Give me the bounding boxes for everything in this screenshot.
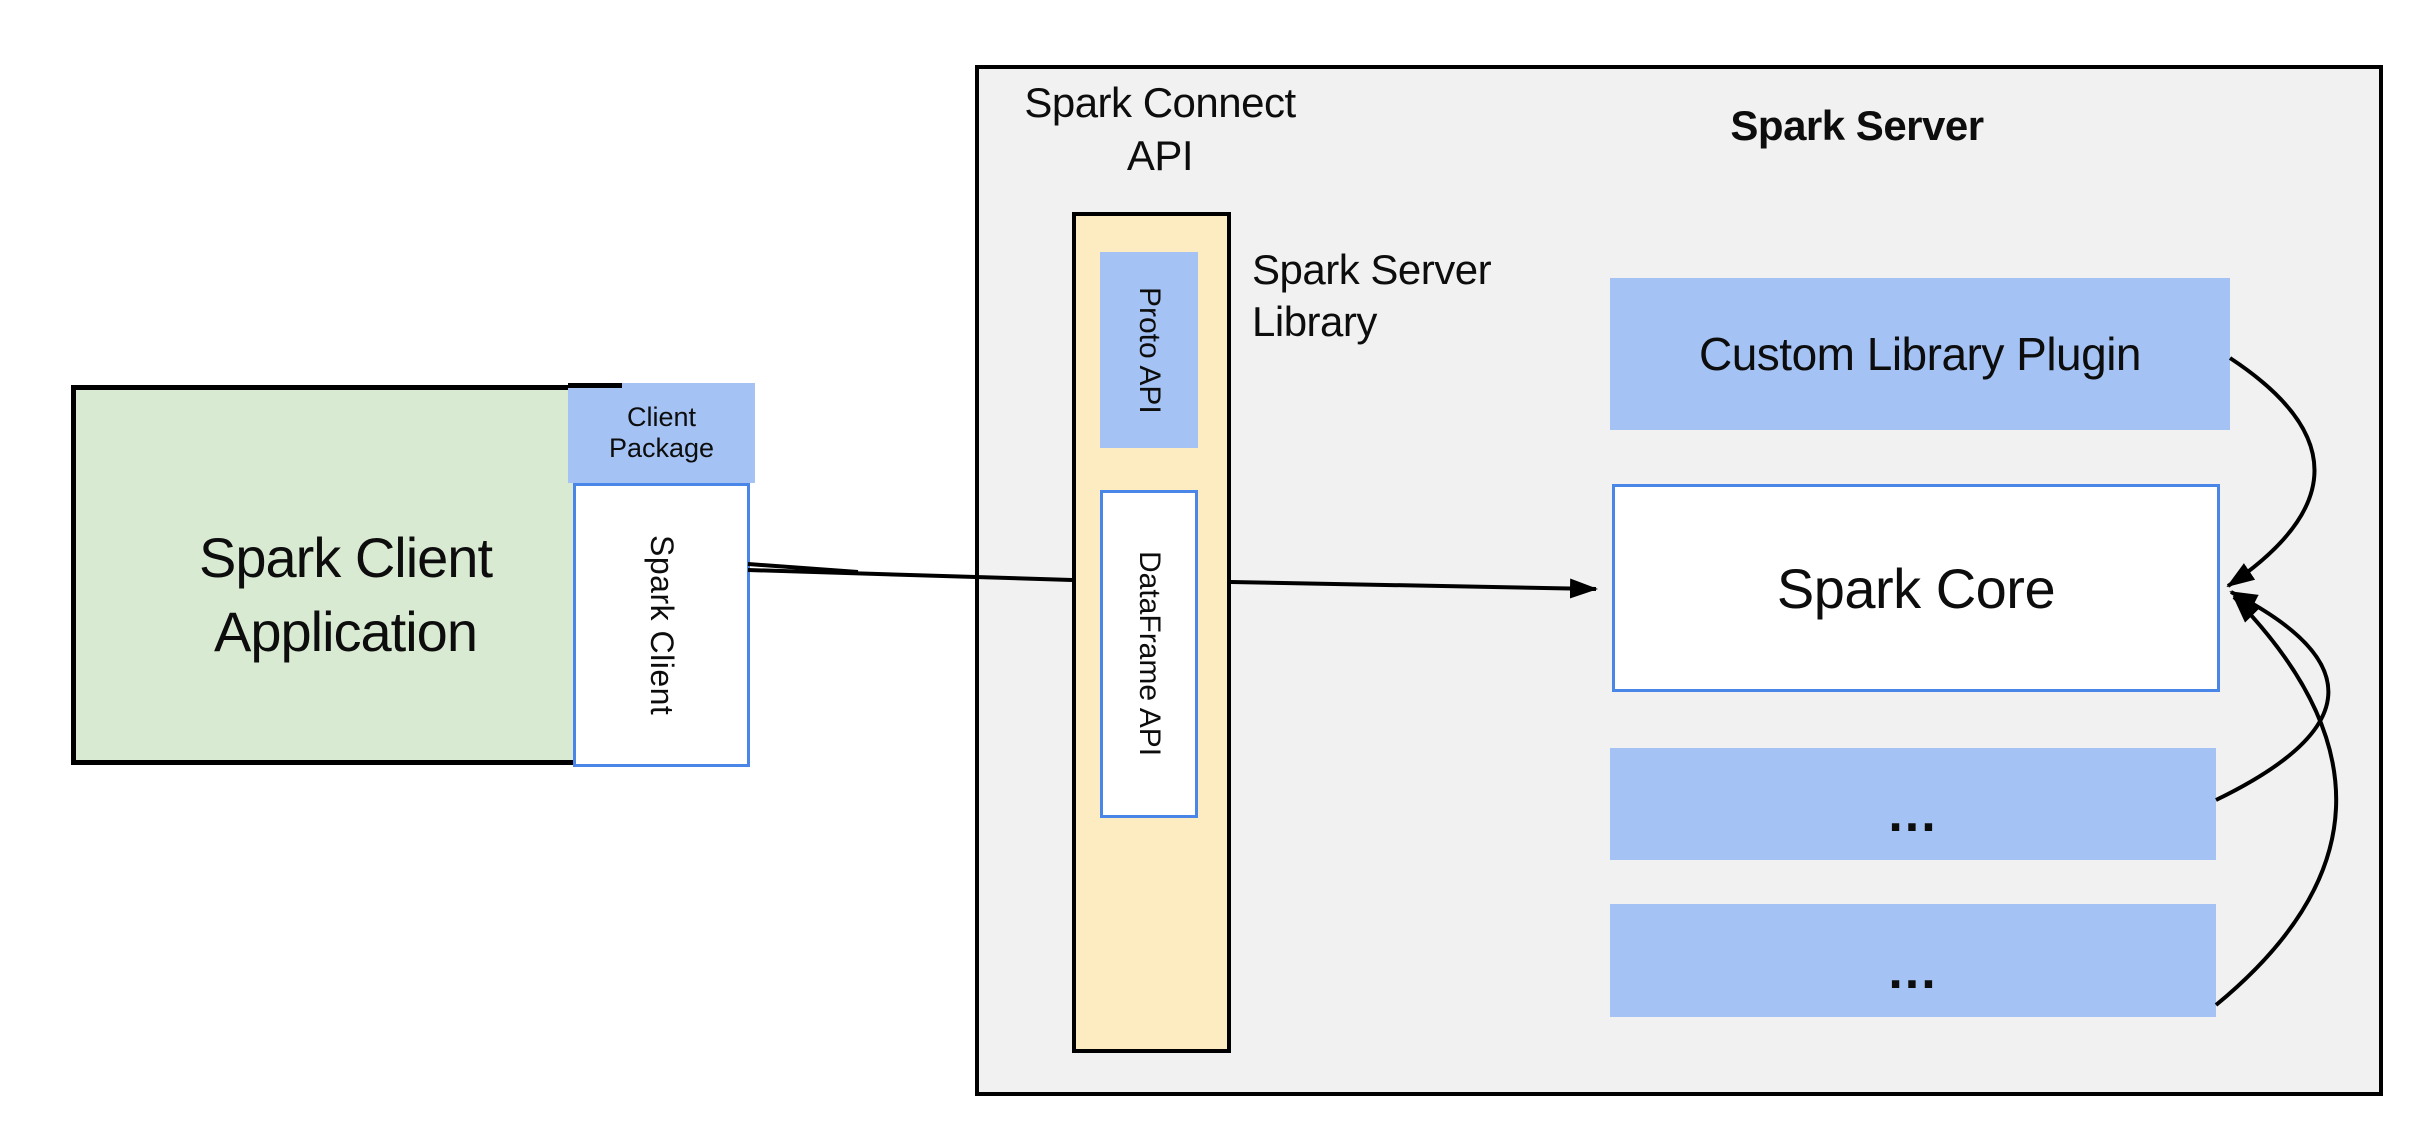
- spark-client-label: Spark Client: [644, 534, 680, 716]
- arrow-client-sketch-stroke: [747, 562, 859, 574]
- ellipsis-box-2: ...: [1610, 904, 2216, 1017]
- dataframe-api-box: DataFrame API: [1100, 490, 1198, 818]
- proto-api-label: Proto API: [1133, 286, 1166, 414]
- spark-server-title: Spark Server: [1730, 102, 1984, 149]
- ellipsis-label-1: ...: [1888, 785, 1938, 843]
- spark-connect-api-title: Spark Connect API: [1024, 79, 1296, 179]
- spark-core-box: Spark Core: [1612, 484, 2220, 692]
- dataframe-api-label: DataFrame API: [1133, 551, 1166, 757]
- client-package-box: Client Package: [568, 383, 755, 483]
- custom-library-plugin-box: Custom Library Plugin: [1610, 278, 2230, 430]
- green-box-border-overhang: [568, 383, 622, 388]
- spark-client-application-box: [71, 385, 620, 765]
- spark-client-box: Spark Client: [573, 483, 750, 767]
- ellipsis-box-1: ...: [1610, 748, 2216, 860]
- spark-server-library-label: Spark Server Library: [1252, 246, 1492, 345]
- proto-api-box: Proto API: [1100, 252, 1198, 448]
- spark-client-application-label: Spark Client Application: [198, 526, 493, 663]
- ellipsis-label-2: ...: [1888, 941, 1938, 1000]
